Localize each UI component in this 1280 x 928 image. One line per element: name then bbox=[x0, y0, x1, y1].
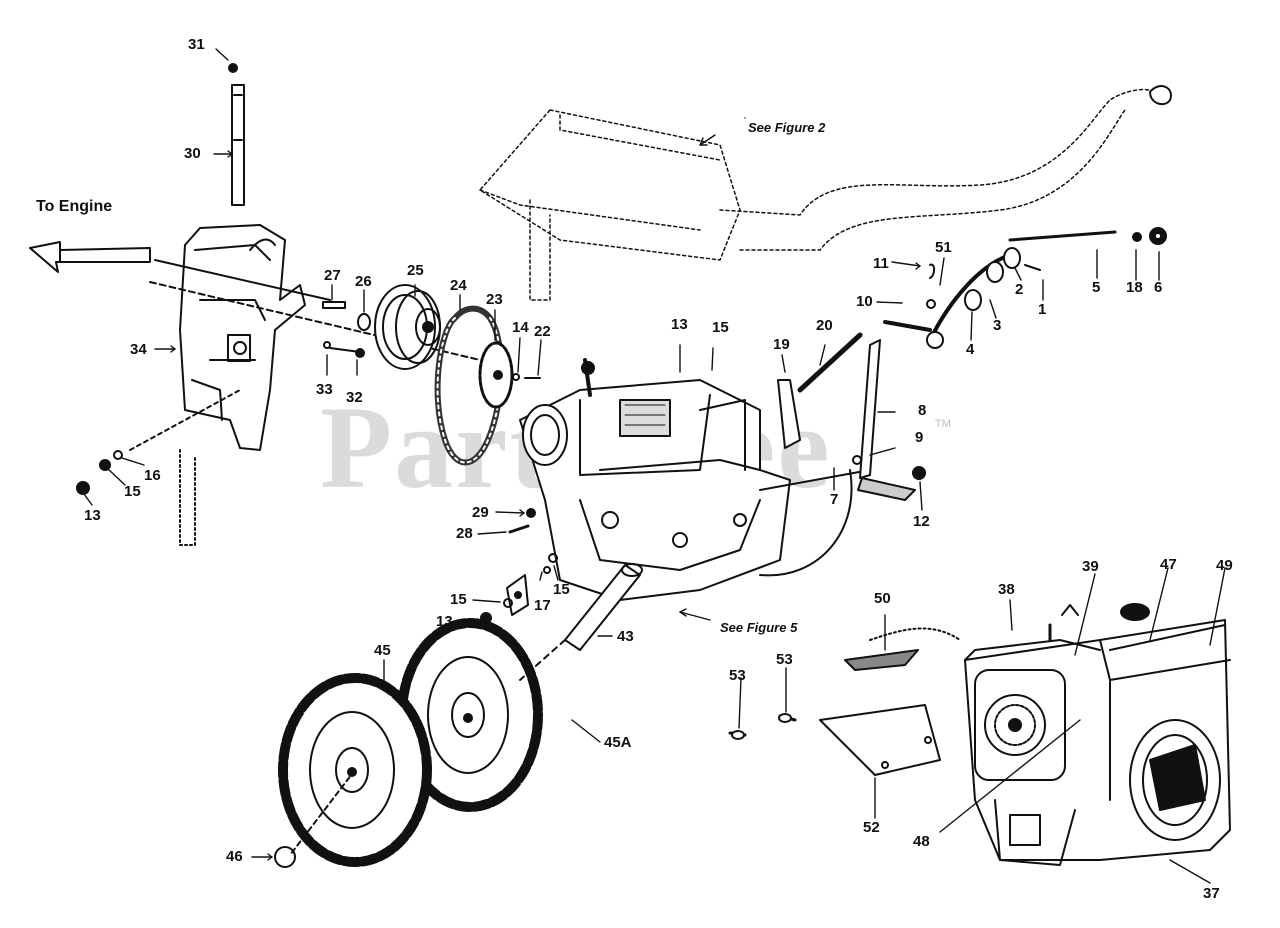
callout-37: 37 bbox=[1203, 885, 1220, 902]
callout-45: 45 bbox=[374, 642, 391, 659]
nut-12 bbox=[912, 466, 926, 480]
see-figure-5-label: See Figure 5 bbox=[720, 620, 798, 635]
callout-43: 43 bbox=[617, 628, 634, 645]
callout-8: 8 bbox=[918, 402, 927, 419]
callout-11: 11 bbox=[873, 255, 889, 272]
callout-17: 17 bbox=[534, 597, 551, 614]
washer-29 bbox=[526, 508, 536, 518]
callout-38: 38 bbox=[998, 581, 1015, 598]
sprocket-23 bbox=[478, 341, 514, 409]
callout-2: 2 bbox=[1015, 281, 1024, 298]
callout-1: 1 bbox=[1038, 301, 1047, 318]
callout-13-left: 13 bbox=[84, 507, 101, 524]
callout-12: 12 bbox=[913, 513, 930, 530]
washer-10 bbox=[926, 299, 936, 309]
callout-15-left: 15 bbox=[124, 483, 141, 500]
callout-53-left: 53 bbox=[729, 667, 746, 684]
callout-15-mid: 15 bbox=[553, 581, 570, 598]
callout-10: 10 bbox=[856, 293, 873, 310]
gearbox-body bbox=[519, 358, 871, 601]
callout-48: 48 bbox=[913, 833, 930, 850]
washer-15b bbox=[503, 598, 513, 608]
callout-32: 32 bbox=[346, 389, 363, 406]
mount-plate-52 bbox=[819, 704, 941, 776]
lockwasher-16 bbox=[113, 450, 123, 460]
callout-46: 46 bbox=[226, 848, 243, 865]
shift-knob bbox=[228, 63, 238, 73]
callout-30: 30 bbox=[184, 145, 201, 162]
spring-block bbox=[857, 477, 916, 501]
callout-4: 4 bbox=[966, 341, 975, 358]
to-engine-arrow bbox=[29, 241, 151, 273]
engine bbox=[964, 603, 1231, 866]
drive-pulley bbox=[374, 284, 441, 370]
washer-15c bbox=[548, 553, 558, 563]
callout-51: 51 bbox=[935, 239, 952, 256]
watermark-trademark: TM bbox=[935, 418, 951, 430]
drive-belt bbox=[434, 305, 504, 466]
lever-19 bbox=[777, 379, 801, 449]
handlebar-frame bbox=[479, 88, 1161, 301]
wheel-rear bbox=[397, 618, 543, 812]
washer-15a bbox=[99, 459, 111, 471]
callout-16: 16 bbox=[144, 467, 161, 484]
to-engine-label: To Engine bbox=[36, 198, 113, 215]
callout-47: 47 bbox=[1160, 556, 1177, 573]
callout-15-low: 15 bbox=[450, 591, 467, 608]
link-8 bbox=[859, 339, 881, 479]
shift-rod bbox=[231, 84, 245, 206]
key-27 bbox=[322, 301, 346, 309]
callout-33: 33 bbox=[316, 381, 333, 398]
callout-45A: 45A bbox=[604, 734, 632, 751]
callout-31: 31 bbox=[188, 36, 205, 53]
see-figure-2-label: See Figure 2 bbox=[748, 120, 826, 135]
callout-25: 25 bbox=[407, 262, 424, 279]
callout-3: 3 bbox=[993, 317, 1002, 334]
callout-29: 29 bbox=[472, 504, 489, 521]
washer-33 bbox=[323, 341, 331, 349]
callout-28: 28 bbox=[456, 525, 473, 542]
output-shaft bbox=[564, 563, 643, 651]
housing-left bbox=[179, 224, 306, 451]
callout-19: 19 bbox=[773, 336, 790, 353]
callout-20: 20 bbox=[816, 317, 833, 334]
callout-23: 23 bbox=[486, 291, 503, 308]
rod-20 bbox=[797, 332, 863, 393]
washer-26 bbox=[357, 313, 371, 331]
callout-50: 50 bbox=[874, 590, 891, 607]
callout-13-low: 13 bbox=[436, 613, 453, 630]
callout-34: 34 bbox=[130, 341, 147, 358]
bolt-28 bbox=[508, 524, 530, 534]
bolt-32 bbox=[329, 347, 361, 353]
clip-11 bbox=[929, 263, 936, 279]
callout-52: 52 bbox=[863, 819, 880, 836]
callout-14: 14 bbox=[512, 319, 529, 336]
callout-22: 22 bbox=[534, 323, 551, 340]
callout-9: 9 bbox=[915, 429, 924, 446]
washer-9 bbox=[852, 455, 862, 465]
callout-6: 6 bbox=[1154, 279, 1163, 296]
callout-27: 27 bbox=[324, 267, 341, 284]
washer-15d bbox=[543, 566, 551, 574]
callout-13-top: 13 bbox=[671, 316, 688, 333]
callout-15-top: 15 bbox=[712, 319, 729, 336]
callout-7: 7 bbox=[830, 491, 839, 508]
callout-18: 18 bbox=[1126, 279, 1143, 296]
callout-39: 39 bbox=[1082, 558, 1099, 575]
callout-24: 24 bbox=[450, 277, 467, 294]
callout-5: 5 bbox=[1092, 279, 1101, 296]
bolt-13a bbox=[76, 481, 90, 495]
hubcap-46 bbox=[274, 846, 296, 868]
callout-26: 26 bbox=[355, 273, 372, 290]
shift-handle bbox=[883, 227, 1167, 349]
callout-53-right: 53 bbox=[776, 651, 793, 668]
washer-14 bbox=[512, 373, 520, 381]
callout-49: 49 bbox=[1216, 557, 1233, 574]
clip-50 bbox=[844, 649, 919, 671]
